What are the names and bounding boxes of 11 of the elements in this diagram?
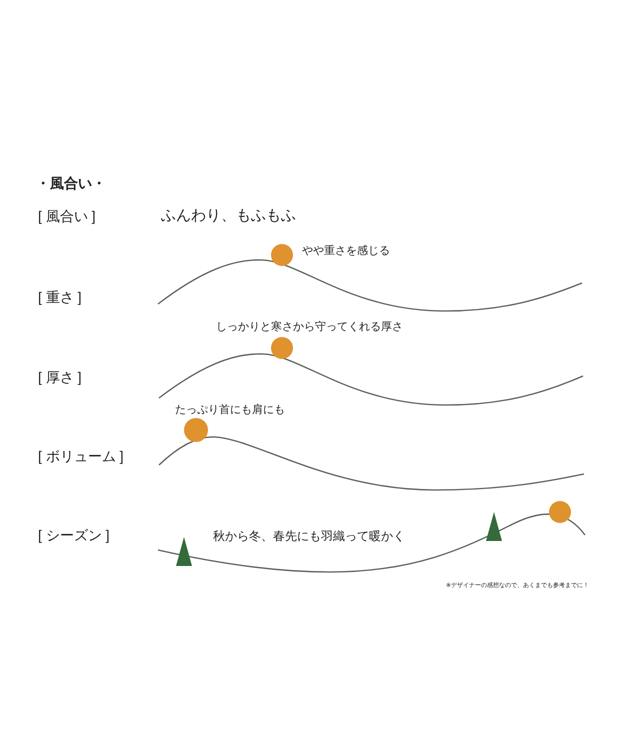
category-label: [ 風合い ]: [38, 208, 96, 224]
description-text: しっかりと寒さから守ってくれる厚さ: [216, 321, 403, 334]
description-text: 秋から冬、春先にも羽織って暖かく: [213, 530, 405, 544]
category-label: [ 厚さ ]: [38, 369, 82, 386]
description-text: やや重さを感じる: [302, 245, 390, 258]
category-label: [ 重さ ]: [38, 289, 82, 306]
heading: ・風合い・: [36, 175, 106, 192]
category-label: [ ボリューム ]: [38, 448, 124, 464]
category-label: [ シーズン ]: [38, 527, 110, 544]
description-text: ふんわり、もふもふ: [161, 207, 296, 224]
description-text: たっぷり首にも肩にも: [175, 404, 285, 417]
